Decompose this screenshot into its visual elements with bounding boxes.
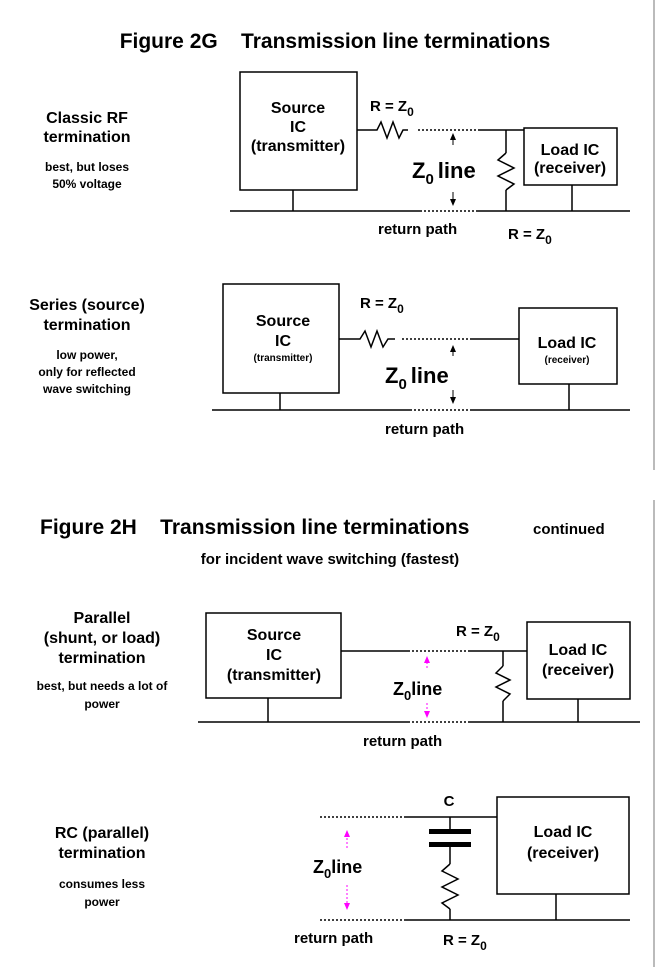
classic-load-ic-box — [523, 127, 618, 186]
series-termination-labels: Series (source) termination low power, o… — [29, 297, 145, 396]
classic-return-path-label: return path — [378, 221, 457, 238]
rc-shunt-resistor — [440, 863, 460, 910]
parallel-termination-schematic-text: Source IC (transmitter) Load IC (receive… — [227, 623, 614, 750]
rc-load-line2: (receiver) — [527, 845, 599, 862]
classic-rf-labels: Classic RF termination best, but loses 5… — [43, 110, 130, 191]
classic-source-line2: IC — [290, 119, 306, 136]
parallel-label-line3: termination — [58, 650, 145, 667]
series-source-line1: Source — [256, 313, 310, 330]
figure-2h-title: Figure 2H Transmission line terminations — [40, 516, 469, 539]
series-label-line1: Series (source) — [29, 297, 145, 314]
parallel-return-path-label: return path — [363, 733, 442, 750]
rc-termination-schematic — [320, 796, 630, 921]
figure-2h-subtitle: for incident wave switching (fastest) — [201, 551, 459, 568]
parallel-termination-schematic — [198, 612, 640, 723]
rc-z0-arrows — [344, 830, 350, 910]
parallel-source-line3: (transmitter) — [227, 667, 321, 684]
rc-shunt-r-label: R = Z0 — [443, 932, 487, 953]
series-load-ic-box — [518, 307, 618, 385]
classic-series-resistor — [372, 119, 408, 141]
rc-z0-line-label: Z0line — [313, 857, 362, 881]
figure-2h-title-suffix: continued — [533, 521, 605, 538]
rc-termination-labels: RC (parallel) termination consumes less … — [55, 825, 149, 909]
capacitor-plate-top — [429, 829, 471, 834]
rc-label-line1: RC (parallel) — [55, 825, 149, 842]
parallel-note-line2: power — [84, 697, 120, 711]
classic-note-line2: 50% voltage — [52, 177, 122, 191]
classic-rf-schematic-text: Source IC (transmitter) Load IC (receive… — [251, 98, 606, 247]
series-source-line2: IC — [275, 333, 291, 350]
rc-note-line1: consumes less — [59, 877, 145, 891]
classic-series-r-label: R = Z0 — [370, 98, 414, 119]
parallel-label-line2: (shunt, or load) — [44, 630, 160, 647]
series-load-line2: (receiver) — [544, 355, 589, 366]
classic-label-line1: Classic RF — [46, 110, 128, 127]
parallel-note-line1: best, but needs a lot of — [37, 679, 169, 693]
series-note-line2: only for reflected — [38, 365, 135, 379]
parallel-termination-labels: Parallel (shunt, or load) termination be… — [37, 610, 169, 711]
series-source-line3: (transmitter) — [254, 353, 313, 364]
rc-load-line1: Load IC — [534, 824, 593, 841]
series-r-label: R = Z0 — [360, 295, 404, 316]
rc-label-line2: termination — [58, 845, 145, 862]
classic-source-line3: (transmitter) — [251, 138, 345, 155]
classic-rf-schematic — [230, 71, 630, 212]
series-note-line3: wave switching — [42, 382, 131, 396]
capacitor-plate-bottom — [429, 842, 471, 847]
classic-shunt-r-label: R = Z0 — [508, 226, 552, 247]
rc-return-path-label: return path — [294, 930, 373, 947]
parallel-shunt-resistor — [494, 665, 512, 702]
parallel-label-line1: Parallel — [74, 610, 131, 627]
rc-note-line2: power — [84, 895, 120, 909]
series-return-path-label: return path — [385, 421, 464, 438]
rc-capacitor-label: C — [444, 793, 455, 810]
classic-source-ic-box — [239, 71, 358, 191]
series-termination-schematic-text: Source IC (transmitter) Load IC (receive… — [254, 295, 597, 438]
rc-termination-schematic-text: C Load IC (receiver) Z0line return path … — [294, 793, 599, 953]
figure-2g-title: Figure 2G Transmission line terminations — [120, 30, 551, 53]
classic-label-line2: termination — [43, 129, 130, 146]
parallel-source-line1: Source — [247, 627, 301, 644]
classic-note-line1: best, but loses — [45, 160, 129, 174]
rc-load-ic-box — [496, 796, 630, 895]
series-label-line2: termination — [43, 317, 130, 334]
classic-source-line1: Source — [271, 100, 325, 117]
series-load-line1: Load IC — [538, 335, 597, 352]
parallel-z0-arrows — [424, 656, 430, 718]
parallel-source-line2: IC — [266, 647, 282, 664]
parallel-z0-line-label: Z0line — [393, 679, 442, 703]
parallel-source-ic-box — [205, 612, 342, 699]
classic-load-line2: (receiver) — [534, 160, 606, 177]
series-source-resistor — [355, 328, 395, 350]
parallel-load-ic-box — [526, 621, 631, 700]
classic-shunt-resistor — [496, 152, 516, 191]
series-termination-schematic — [212, 283, 630, 411]
parallel-load-line1: Load IC — [549, 642, 608, 659]
series-note-line1: low power, — [56, 348, 117, 362]
classic-load-line1: Load IC — [541, 142, 600, 159]
parallel-shunt-r-label: R = Z0 — [456, 623, 500, 644]
parallel-load-line2: (receiver) — [542, 662, 614, 679]
